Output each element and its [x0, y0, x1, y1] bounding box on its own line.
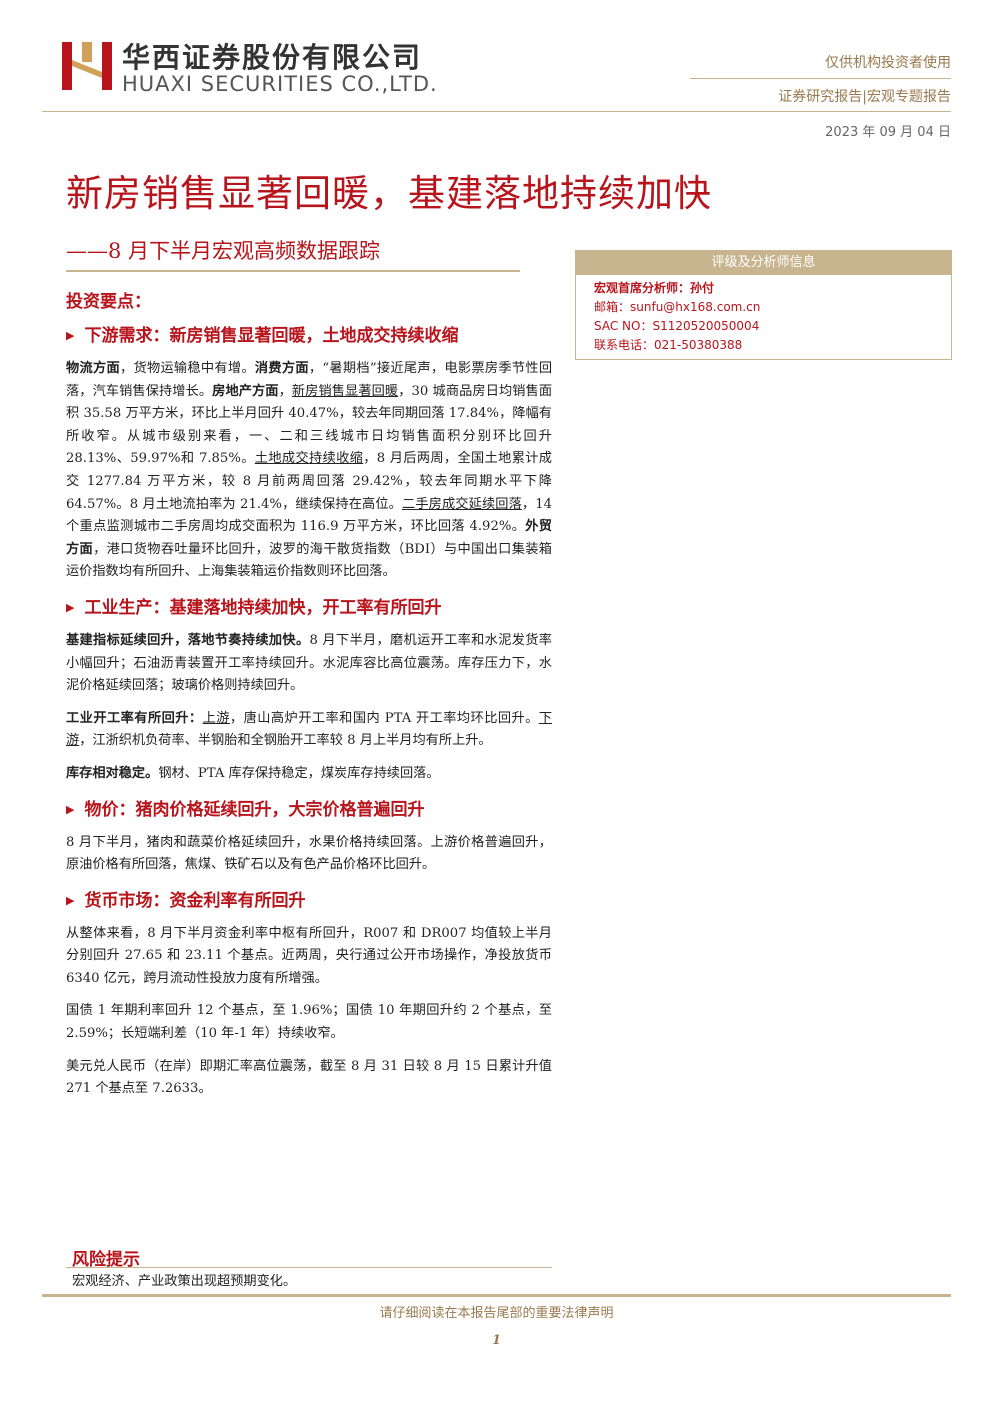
header-divider	[690, 78, 951, 79]
triangle-bullet-icon: ▶	[66, 802, 75, 816]
analyst-panel-heading: 评级及分析师信息	[576, 251, 951, 275]
key-points-column: 投资要点： ▶下游需求：新房销售显著回暖，土地成交持续收缩 物流方面，货物运输稳…	[66, 290, 552, 1111]
triangle-bullet-icon: ▶	[66, 600, 75, 614]
report-subtitle: ——8 月下半月宏观高频数据跟踪	[66, 239, 381, 263]
risk-text: 宏观经济、产业政策出现超预期变化。	[72, 1274, 297, 1289]
footer-rule	[42, 1294, 951, 1297]
analyst-panel: 评级及分析师信息 宏观首席分析师：孙付 邮箱：sunfu@hx168.com.c…	[575, 250, 952, 360]
paragraph-exchange-rate: 美元兑人民币（在岸）即期汇率高位震荡，截至 8 月 31 日较 8 月 15 日…	[66, 1058, 552, 1097]
paragraph-infrastructure: 基建指标延续回升，落地节奏持续加快。8 月下半月，磨机运开工率和水泥发货率小幅回…	[66, 632, 552, 694]
page-number: 1	[491, 1333, 502, 1348]
section-heading-prices: ▶物价：猪肉价格延续回升，大宗价格普遍回升	[66, 799, 425, 820]
analyst-role: 宏观首席分析师：孙付	[594, 281, 715, 295]
analyst-phone: 联系电话：021-50380388	[594, 338, 743, 352]
section-heading-industry: ▶工业生产：基建落地持续加快，开工率有所回升	[66, 597, 442, 618]
paragraph-liquidity: 从整体来看，8 月下半月资金利率中枢有所回升，R007 和 DR007 均值较上…	[66, 925, 552, 986]
triangle-bullet-icon: ▶	[66, 893, 75, 907]
report-title: 新房销售显著回暖，基建落地持续加快	[66, 172, 712, 215]
paragraph-demand: 物流方面，货物运输稳中有增。消费方面，“暑期档”接近尾声，电影票房季节性回落，汽…	[66, 361, 553, 580]
section-heading-demand: ▶下游需求：新房销售显著回暖，土地成交持续收缩	[66, 326, 459, 346]
triangle-bullet-icon: ▶	[66, 329, 75, 342]
analyst-email[interactable]: 邮箱：sunfu@hx168.com.cn	[594, 300, 761, 314]
huaxi-logo-icon	[60, 38, 114, 94]
subtitle-rule	[66, 270, 520, 272]
report-type: 证券研究报告|宏观专题报告	[778, 89, 951, 105]
company-name-en: HUAXI SECURITIES CO.,LTD.	[122, 72, 438, 96]
header-rule	[42, 111, 951, 112]
footer-disclaimer: 请仔细阅读在本报告尾部的重要法律声明	[379, 1306, 614, 1321]
analyst-sac: SAC NO：S1120520050004	[594, 319, 760, 333]
company-name-cn: 华西证券股份有限公司	[122, 41, 423, 74]
risk-title: 风险提示	[72, 1250, 140, 1270]
report-date: 2023 年 09 月 04 日	[825, 125, 951, 140]
key-points-title: 投资要点：	[66, 292, 151, 312]
audience-note: 仅供机构投资者使用	[825, 55, 951, 71]
paragraph-inventory: 库存相对稳定。钢材、PTA 库存保持稳定，煤炭库存持续回落。	[66, 765, 440, 781]
paragraph-bond-yields: 国债 1 年期利率回升 12 个基点，至 1.96%；国债 10 年期回升约 2…	[66, 1003, 552, 1042]
section-heading-money-market: ▶货币市场：资金利率有所回升	[66, 890, 306, 911]
risk-rule	[66, 1267, 552, 1268]
paragraph-prices: 8 月下半月，猪肉和蔬菜价格延续回升，水果价格持续回落。上游价格普遍回升，原油价…	[66, 834, 552, 873]
paragraph-operating-rate: 工业开工率有所回升：上游，唐山高炉开工率和国内 PTA 开工率均环比回升。下游，…	[66, 710, 553, 749]
